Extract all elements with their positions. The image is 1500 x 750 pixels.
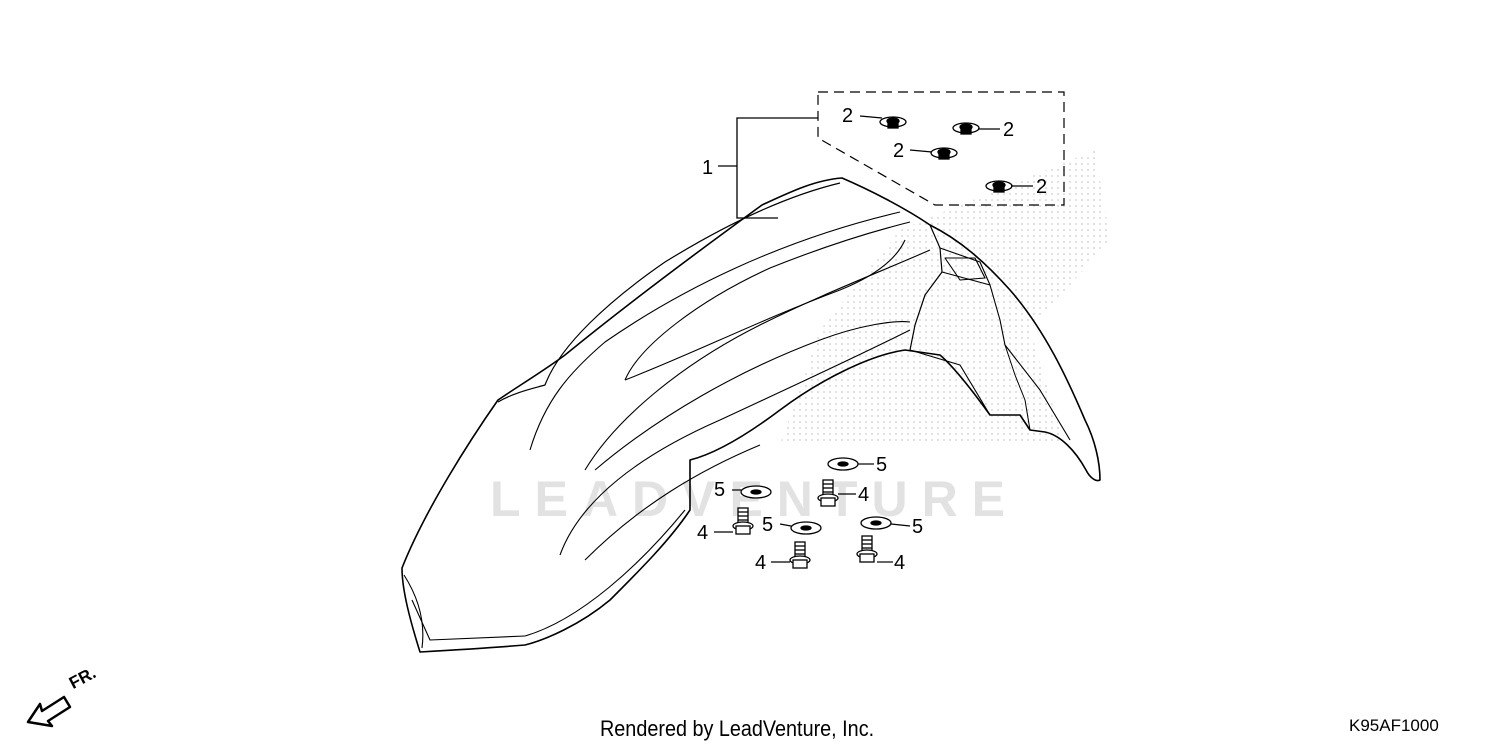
callout-4: 4 <box>755 552 766 574</box>
callout-4: 4 <box>894 552 905 574</box>
render-credit: Rendered by LeadVenture, Inc. <box>600 716 875 741</box>
callout-1: 1 <box>702 157 713 179</box>
nut-leaders <box>859 115 1033 187</box>
callout-4: 4 <box>697 522 708 544</box>
shading-pattern <box>780 150 1110 445</box>
washer <box>740 457 892 535</box>
nut-group-box <box>817 91 1065 206</box>
kit-bracket <box>736 117 818 219</box>
flange-bolt <box>732 479 878 569</box>
front-arrow-icon <box>26 695 72 728</box>
callout-5: 5 <box>876 454 887 476</box>
front-fender <box>401 177 1101 653</box>
callout-2: 2 <box>1003 119 1014 141</box>
callout-5: 5 <box>762 514 773 536</box>
callout-5: 5 <box>714 479 725 501</box>
bolt-leaders <box>714 493 893 563</box>
callout-2: 2 <box>842 105 853 127</box>
callout-2: 2 <box>1036 176 1047 198</box>
diagram-code: K95AF1000 <box>1349 716 1439 735</box>
flange-nut <box>879 116 1013 193</box>
callout-2: 2 <box>893 140 904 162</box>
callout-5: 5 <box>912 516 923 538</box>
callout-4: 4 <box>858 484 869 506</box>
washer-leaders <box>732 463 911 527</box>
